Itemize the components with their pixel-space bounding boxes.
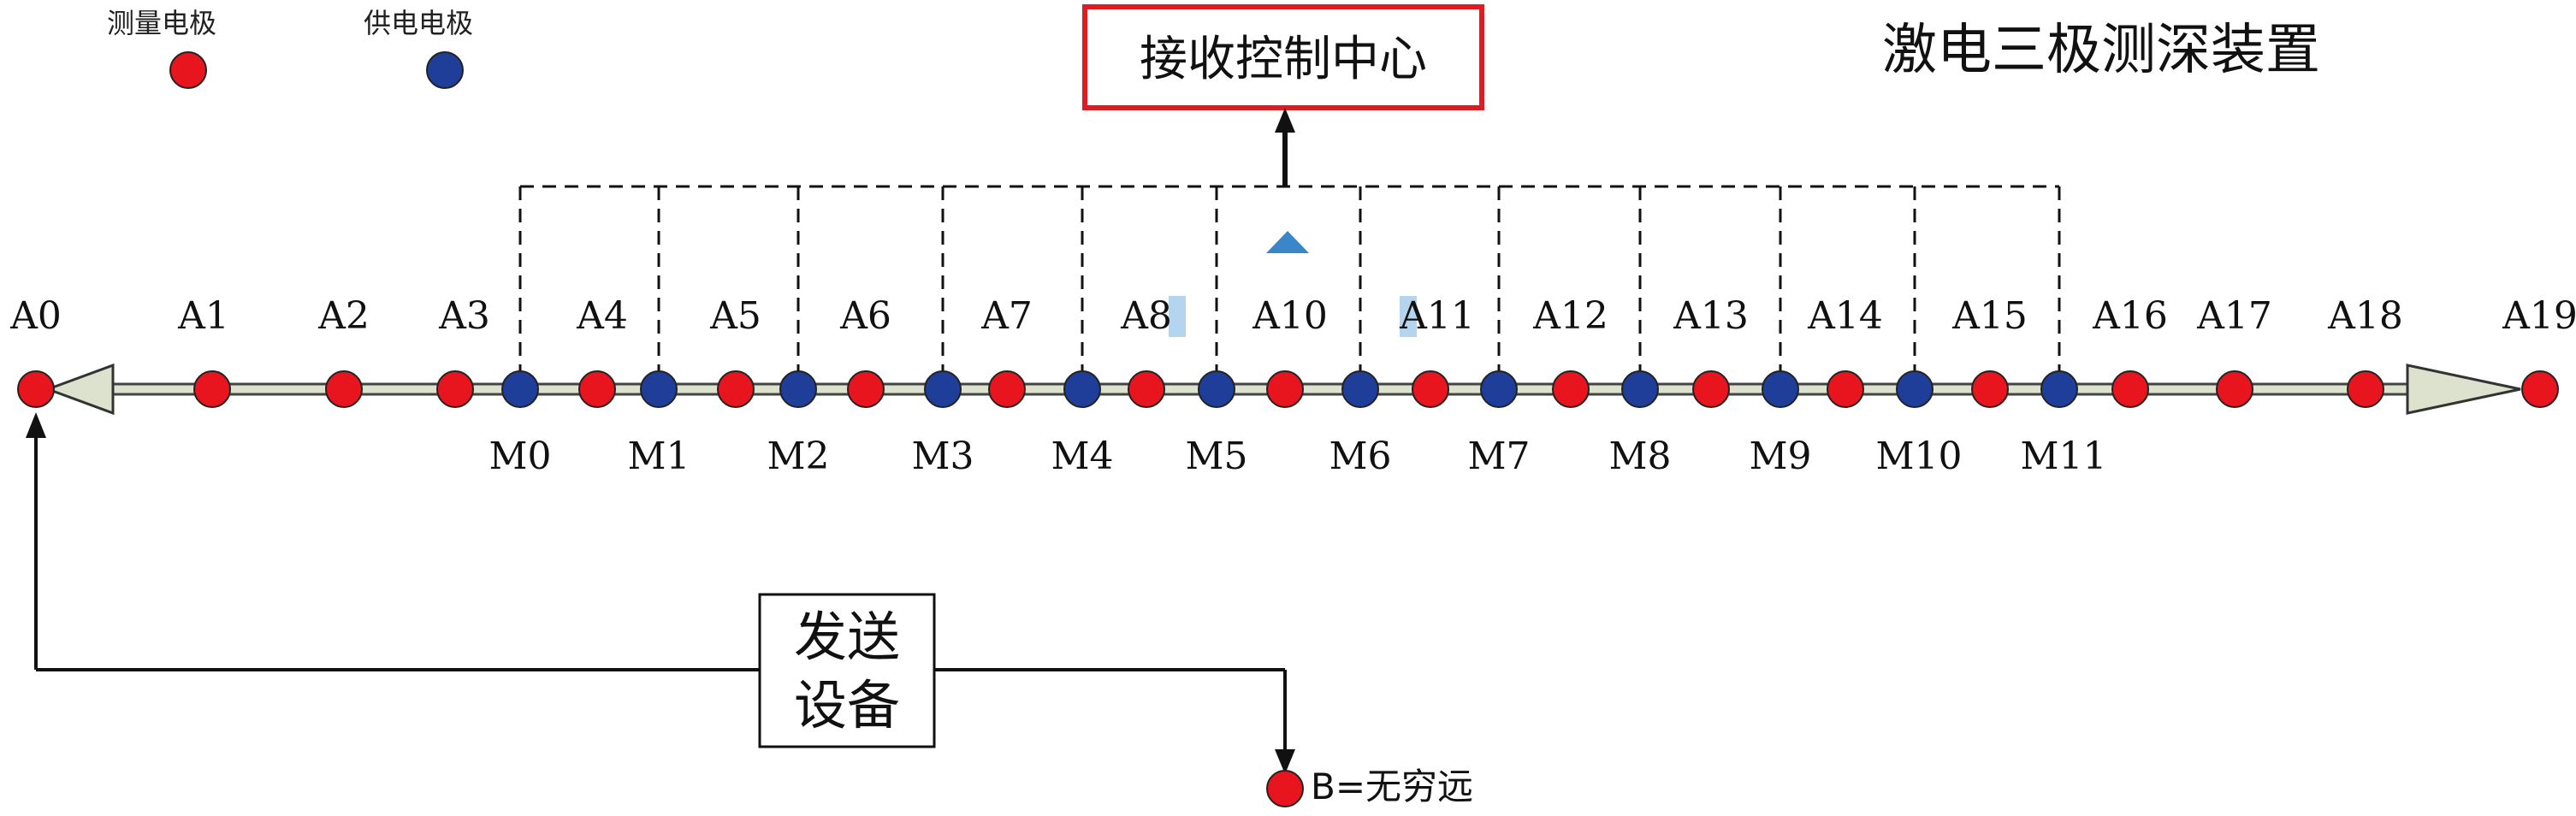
blue-triangle-marker <box>1266 231 1309 253</box>
supply-electrode-m11 <box>2040 370 2078 408</box>
measure-electrode-a15 <box>1971 370 2009 408</box>
right-arrow <box>2406 364 2521 415</box>
measure-label-a13: A13 <box>1673 294 1749 338</box>
measure-label-a18: A18 <box>2327 294 2403 338</box>
measure-label-a0: A0 <box>9 294 62 338</box>
legend-supply-marker <box>426 51 464 89</box>
left-arrow <box>44 363 115 416</box>
measure-label-a11: A11 <box>1399 294 1475 338</box>
supply-electrode-m8 <box>1621 370 1659 408</box>
measure-label-a8: A8 <box>1120 294 1172 338</box>
measure-electrode-a0 <box>17 370 55 408</box>
legend-measure-marker <box>169 51 207 89</box>
legend: 测量电极 供电电极 <box>107 7 473 89</box>
measure-label-a15: A15 <box>1951 294 2028 338</box>
control-center-label: 接收控制中心 <box>1140 32 1427 87</box>
measure-label-a17: A17 <box>2196 294 2272 338</box>
measure-label-a5: A5 <box>709 294 761 338</box>
supply-electrode-m7 <box>1480 370 1518 408</box>
supply-label-m8: M8 <box>1608 435 1671 478</box>
measure-electrode-a7 <box>988 370 1026 408</box>
measure-electrode-a14 <box>1827 370 1864 408</box>
send-device-box: 发送 设备 <box>758 593 936 748</box>
highlight-mark-a8 <box>1169 296 1186 337</box>
measure-label-a12: A12 <box>1532 294 1608 338</box>
dashed-wiring <box>518 185 2061 371</box>
supply-electrode-m5 <box>1198 370 1235 408</box>
control-center-border <box>1082 4 1484 110</box>
send-device-line1: 发送 <box>794 606 900 668</box>
send-circuit <box>26 412 1295 774</box>
control-link-arrow <box>1275 108 1295 186</box>
control-center-box: 接收控制中心 <box>1082 4 1484 110</box>
send-device-line2: 设备 <box>794 674 900 736</box>
supply-electrode-m9 <box>1762 370 1799 408</box>
supply-label-m4: M4 <box>1051 435 1113 478</box>
measure-electrode-a13 <box>1692 370 1730 408</box>
measure-electrode-a2 <box>325 370 363 408</box>
measure-label-a3: A3 <box>438 294 490 338</box>
supply-label-m2: M2 <box>767 435 829 478</box>
measure-label-a7: A7 <box>980 294 1033 338</box>
supply-electrode-m2 <box>779 370 817 408</box>
measure-electrode-a6 <box>847 370 885 408</box>
measure-label-a14: A14 <box>1807 294 1883 338</box>
measure-label-a16: A16 <box>2092 294 2168 338</box>
legend-measure-label: 测量电极 <box>107 7 216 39</box>
supply-label-m3: M3 <box>911 435 974 478</box>
measure-electrode-a17 <box>2216 370 2253 408</box>
supply-label-m11: M11 <box>2020 435 2106 478</box>
supply-label-m6: M6 <box>1329 435 1391 478</box>
measure-label-a10: A10 <box>1252 294 1328 338</box>
measure-electrode-labels: A0 A1 A2 A3 A4 A5 A6 A7 A8 A10 A11 A12 A13 A14 A15 A16 A… <box>9 294 2576 338</box>
measure-label-a1: A1 <box>177 294 229 338</box>
supply-electrode-m6 <box>1341 370 1379 408</box>
measure-label-a4: A4 <box>576 294 628 338</box>
measure-label-a6: A6 <box>839 294 891 338</box>
supply-electrode-m10 <box>1896 370 1933 408</box>
highlight-mark-a11 <box>1400 296 1417 337</box>
supply-electrode-m3 <box>924 370 962 408</box>
measure-electrode-a5 <box>717 370 755 408</box>
measure-electrode-a8 <box>1128 370 1165 408</box>
supply-electrode-m1 <box>640 370 678 408</box>
electrodes <box>17 370 2559 408</box>
supply-label-m7: M7 <box>1467 435 1530 478</box>
b-electrode-label: B=无穷远 <box>1311 766 1473 807</box>
supply-electrode-labels: M0 M1 M2 M3 M4 M5 M6 M7 M8 M9 M10 M11 <box>489 435 2106 478</box>
measure-electrode-a10 <box>1266 370 1304 408</box>
supply-label-m9: M9 <box>1749 435 1811 478</box>
legend-supply-label: 供电电极 <box>364 7 473 39</box>
measure-electrode-a16 <box>2111 370 2149 408</box>
supply-label-m0: M0 <box>489 435 551 478</box>
supply-electrode-m4 <box>1063 370 1101 408</box>
measure-label-a19: A19 <box>2502 294 2576 338</box>
measure-electrode-a4 <box>578 370 616 408</box>
supply-label-m10: M10 <box>1875 435 1962 478</box>
measure-label-a2: A2 <box>317 294 370 338</box>
measure-electrode-a1 <box>193 370 231 408</box>
supply-label-m5: M5 <box>1185 435 1247 478</box>
measure-electrode-a3 <box>436 370 474 408</box>
b-electrode <box>1266 770 1304 807</box>
supply-label-m1: M1 <box>627 435 690 478</box>
supply-electrode-m0 <box>501 370 539 408</box>
measure-electrode-a19 <box>2521 370 2559 408</box>
measure-electrode-a11 <box>1412 370 1449 408</box>
diagram-title: 激电三极测深装置 <box>1882 19 2320 82</box>
measure-electrode-a12 <box>1552 370 1590 408</box>
measure-electrode-a18 <box>2347 370 2384 408</box>
